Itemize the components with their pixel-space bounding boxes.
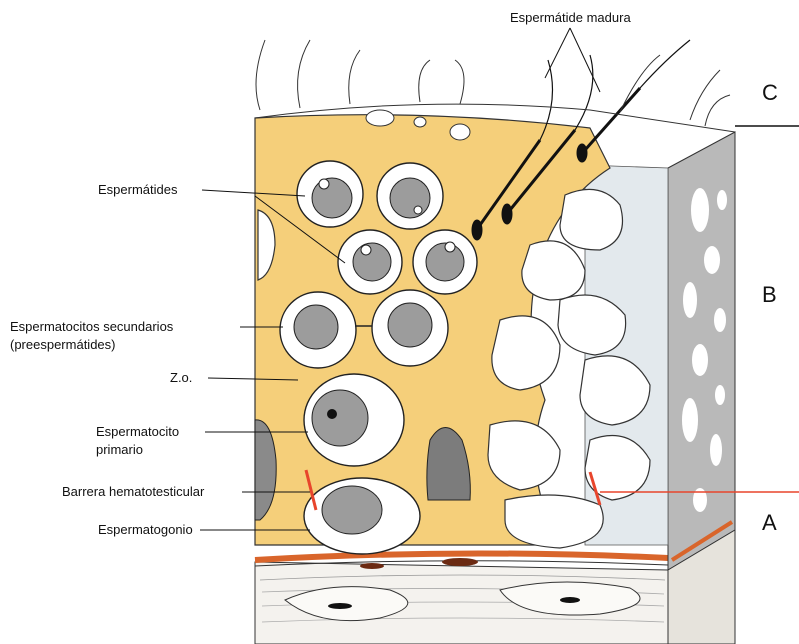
label-spermatids: Espermátides	[98, 182, 178, 197]
zone-label-c: C	[762, 80, 778, 105]
label-preespermatides: (preespermátides)	[10, 337, 116, 352]
label-spermatogonium: Espermatogonio	[98, 522, 193, 537]
basal-connective-tissue	[255, 553, 668, 644]
label-blood-testis-barrier: Barrera hematotesticular	[62, 484, 205, 499]
label-zo: Z.o.	[170, 370, 192, 385]
label-primary-spermatocyte: Espermatocito	[96, 424, 179, 439]
label-primario: primario	[96, 442, 143, 457]
zone-label-b: B	[762, 282, 777, 307]
block-side-face	[668, 132, 735, 644]
spermatogonium	[304, 478, 420, 554]
zone-label-a: A	[762, 510, 777, 535]
primary-spermatocyte	[304, 374, 404, 466]
label-secondary-spermatocytes: Espermatocitos secundarios	[10, 319, 174, 334]
label-mature-spermatid: Espermátide madura	[510, 10, 631, 25]
